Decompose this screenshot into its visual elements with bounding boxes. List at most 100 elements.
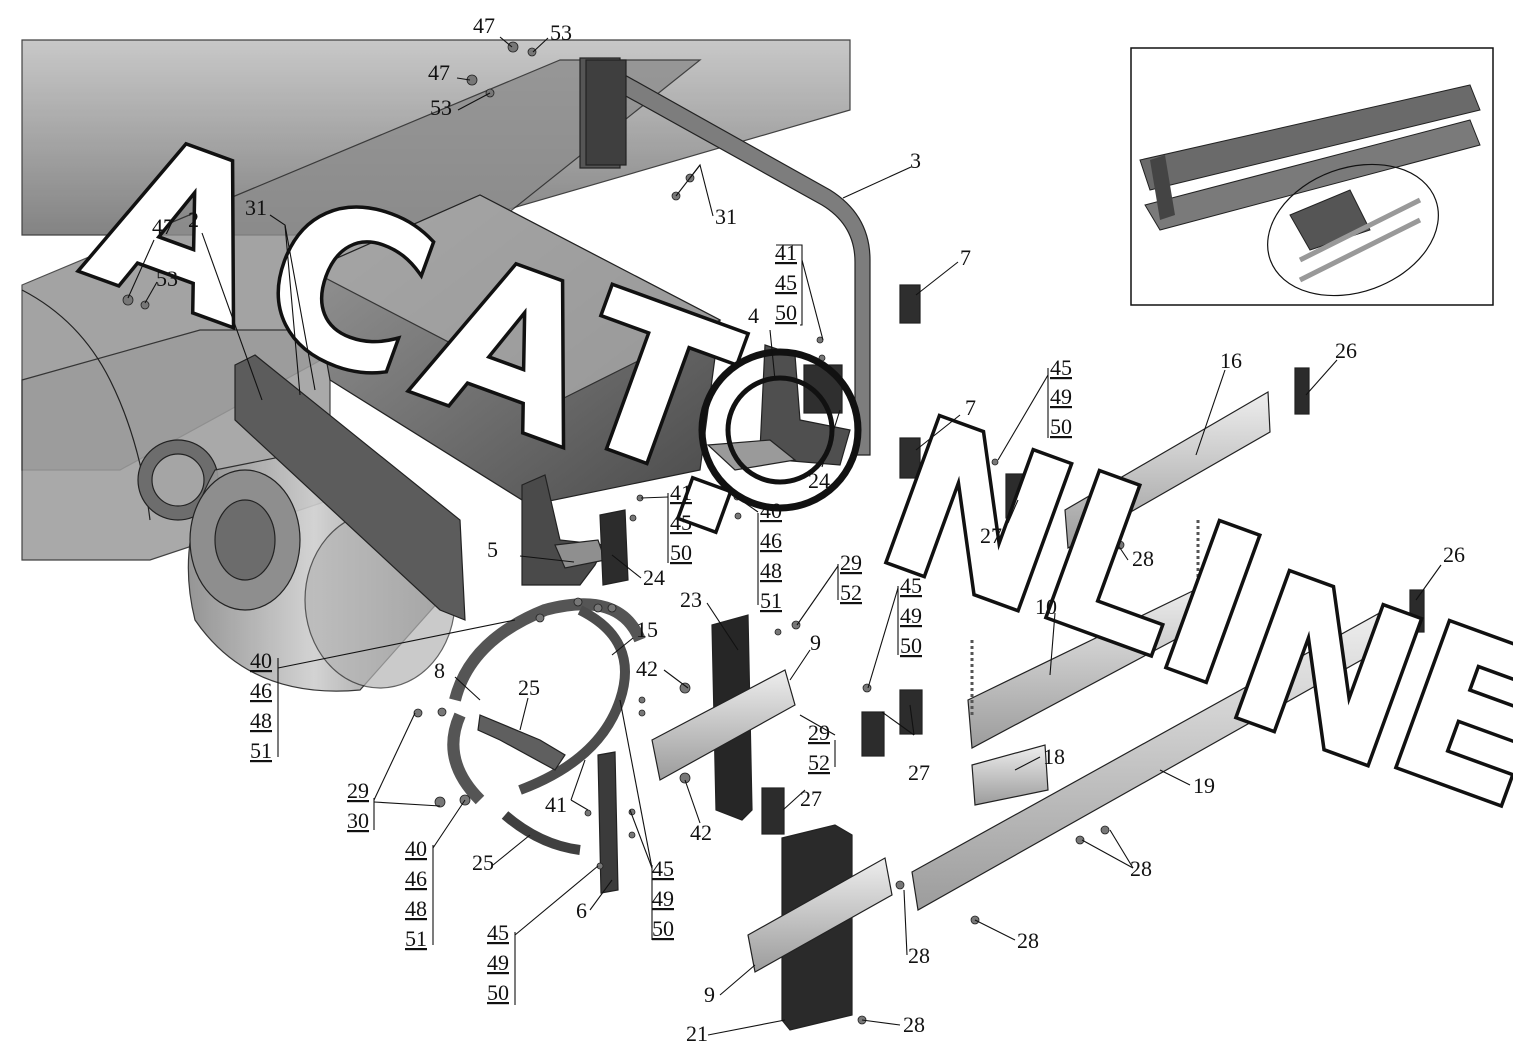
callout-label: 2 [188, 207, 199, 232]
bracket-2 [234, 354, 466, 621]
guard-tube-3 [587, 59, 871, 456]
callout-label: 51 [405, 926, 427, 951]
callout-label: 28 [908, 943, 930, 968]
callout-label: 47 [152, 214, 174, 239]
callout-label: 23 [680, 587, 702, 612]
callout-label: 26 [1335, 338, 1357, 363]
callout-label: 50 [1050, 414, 1072, 439]
callout-label: 7 [965, 395, 976, 420]
callout-label: 50 [670, 540, 692, 565]
callout-label: 53 [156, 266, 178, 291]
frame-pipe-inner [151, 453, 205, 507]
callout-label: 46 [405, 866, 427, 891]
callout-label: 48 [250, 708, 272, 733]
callout-label: 28 [903, 1012, 925, 1037]
end-cap-26-lower [1409, 589, 1425, 633]
splice-18 [971, 744, 1049, 806]
callout-label: 21 [686, 1021, 708, 1046]
callout-label: 50 [900, 633, 922, 658]
callout-label: 45 [1050, 355, 1072, 380]
callout-label: 31 [715, 204, 737, 229]
pad-27-upper [1005, 473, 1031, 519]
callout-label: 19 [1193, 773, 1215, 798]
watermark-o [698, 348, 862, 512]
callout-label: 52 [840, 580, 862, 605]
tube-end-plate [585, 59, 627, 166]
clamp-band-8 [449, 598, 646, 702]
callout-label: 51 [760, 588, 782, 613]
callout-label: 25 [472, 850, 494, 875]
callout-label: 29 [808, 720, 830, 745]
callout-label: 27 [980, 523, 1002, 548]
callout-label: 18 [1043, 744, 1065, 769]
clamp-band-8-lower [447, 712, 485, 805]
callout-label: 9 [704, 982, 715, 1007]
side-rail-19 [911, 609, 1389, 911]
strap-25-lower [501, 811, 581, 855]
pad-7-lower [899, 437, 921, 479]
step-bar-9-upper [651, 669, 796, 781]
callout-label: 51 [250, 738, 272, 763]
callout-label: 24 [643, 565, 665, 590]
plate-6 [597, 751, 619, 894]
callout-label: 52 [808, 750, 830, 775]
inset-chassis-rail-a [1139, 84, 1481, 191]
callout-label: 16 [1220, 348, 1242, 373]
callout-label: 25 [518, 675, 540, 700]
callout-label: 27 [800, 786, 822, 811]
watermark-o-inner [725, 375, 835, 485]
step-bar-9-lower [747, 857, 893, 973]
strap-25-upper [477, 714, 566, 771]
callout-label: 30 [347, 808, 369, 833]
cylinder-end-ring [214, 499, 276, 581]
callout-label: 7 [960, 245, 971, 270]
callout-label: 31 [245, 195, 267, 220]
callout-label: 26 [1443, 542, 1465, 567]
inset-overview [1130, 47, 1494, 306]
callout-label: 45 [670, 510, 692, 535]
callout-label: 42 [690, 820, 712, 845]
side-rail-16 [1064, 390, 1271, 549]
callout-label: 45 [900, 573, 922, 598]
callout-label: 50 [487, 980, 509, 1005]
callout-label: 3 [910, 148, 921, 173]
inset-rail-upper [1298, 197, 1422, 263]
callout-label: 45 [775, 270, 797, 295]
callout-label: 49 [487, 950, 509, 975]
pad-27-lower [761, 787, 785, 835]
callout-label: 24 [808, 468, 830, 493]
callout-label: 53 [550, 20, 572, 45]
inset-rail-lower [1298, 217, 1422, 283]
callout-label: 45 [487, 920, 509, 945]
callout-label: 50 [775, 300, 797, 325]
callout-label: 15 [636, 617, 658, 642]
pad-7-upper [899, 284, 921, 324]
callout-label: 29 [347, 778, 369, 803]
inset-front-bracket [1150, 155, 1175, 220]
callout-label: 40 [250, 648, 272, 673]
callout-label: 28 [1017, 928, 1039, 953]
callout-label: 40 [760, 498, 782, 523]
callout-label: 46 [760, 528, 782, 553]
inset-chassis-rail-b [1144, 119, 1481, 231]
callout-label: 48 [405, 896, 427, 921]
callout-label: 5 [487, 537, 498, 562]
callout-label: 46 [250, 678, 272, 703]
callout-label: 41 [545, 792, 567, 817]
callout-label: 9 [810, 630, 821, 655]
callout-label: 48 [760, 558, 782, 583]
callout-label: 49 [1050, 384, 1072, 409]
callout-label: 8 [434, 658, 445, 683]
callout-label: 47 [428, 60, 450, 85]
pad-27-mid-a [861, 711, 885, 757]
callout-label: 4 [748, 303, 759, 328]
callout-label: 49 [652, 886, 674, 911]
callout-label: 42 [636, 656, 658, 681]
callout-label: 29 [840, 550, 862, 575]
end-cap-26-upper [1294, 367, 1310, 415]
battery-box [308, 194, 722, 506]
callout-label: 41 [775, 240, 797, 265]
inset-highlight-ellipse [1267, 163, 1439, 297]
